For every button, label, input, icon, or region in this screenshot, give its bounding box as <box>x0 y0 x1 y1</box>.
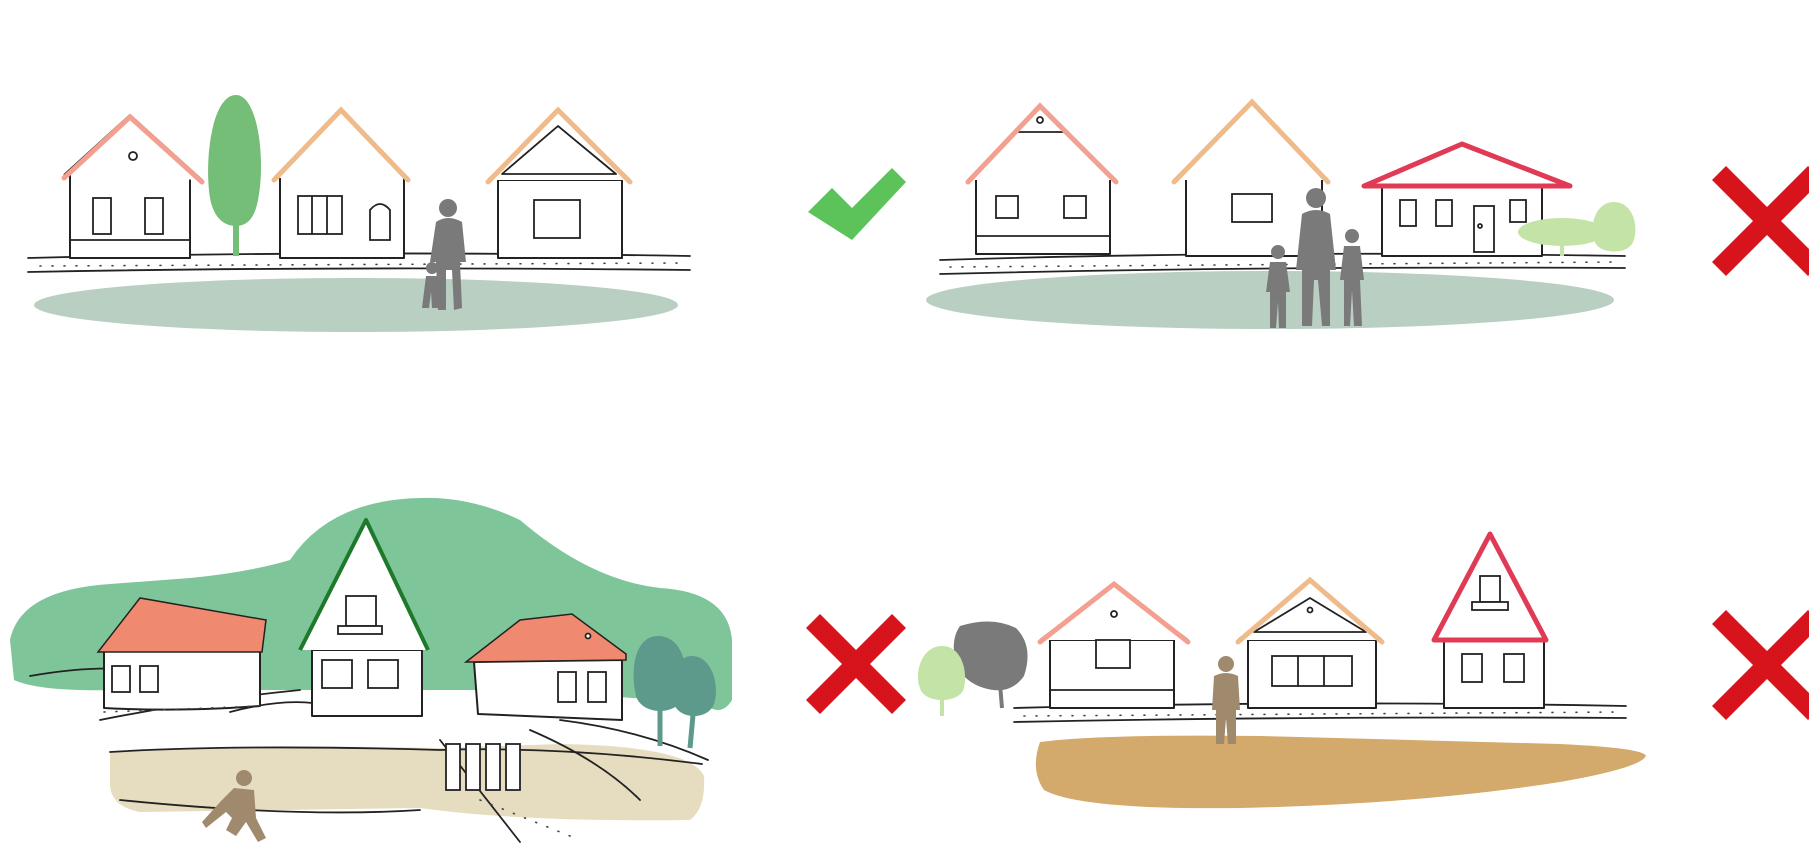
curb-line <box>1014 718 1626 723</box>
checkmark-icon <box>808 168 906 240</box>
x-mark-icon <box>1712 610 1809 720</box>
x-mark-icon <box>1712 166 1809 276</box>
house-aframe <box>1434 534 1546 708</box>
ground-patch <box>1036 736 1646 809</box>
scene-1 <box>28 95 690 332</box>
house <box>104 650 260 712</box>
person-with-child-icon <box>422 199 466 310</box>
person-icon <box>1212 656 1240 744</box>
house-roof <box>1364 144 1570 186</box>
scene-3 <box>10 498 732 842</box>
scene-4 <box>918 534 1646 808</box>
house <box>274 110 408 258</box>
x-mark-icon <box>806 614 906 714</box>
cypress-tree <box>208 95 261 256</box>
house <box>1238 580 1382 708</box>
ground-patch <box>34 278 678 332</box>
scene-2 <box>926 102 1635 329</box>
house <box>488 110 630 258</box>
house <box>64 115 202 258</box>
tree-icon <box>918 621 1028 716</box>
house-modern <box>1382 186 1542 256</box>
curb-line <box>28 268 690 272</box>
house <box>474 660 622 720</box>
house <box>968 106 1116 254</box>
house <box>1040 584 1188 708</box>
